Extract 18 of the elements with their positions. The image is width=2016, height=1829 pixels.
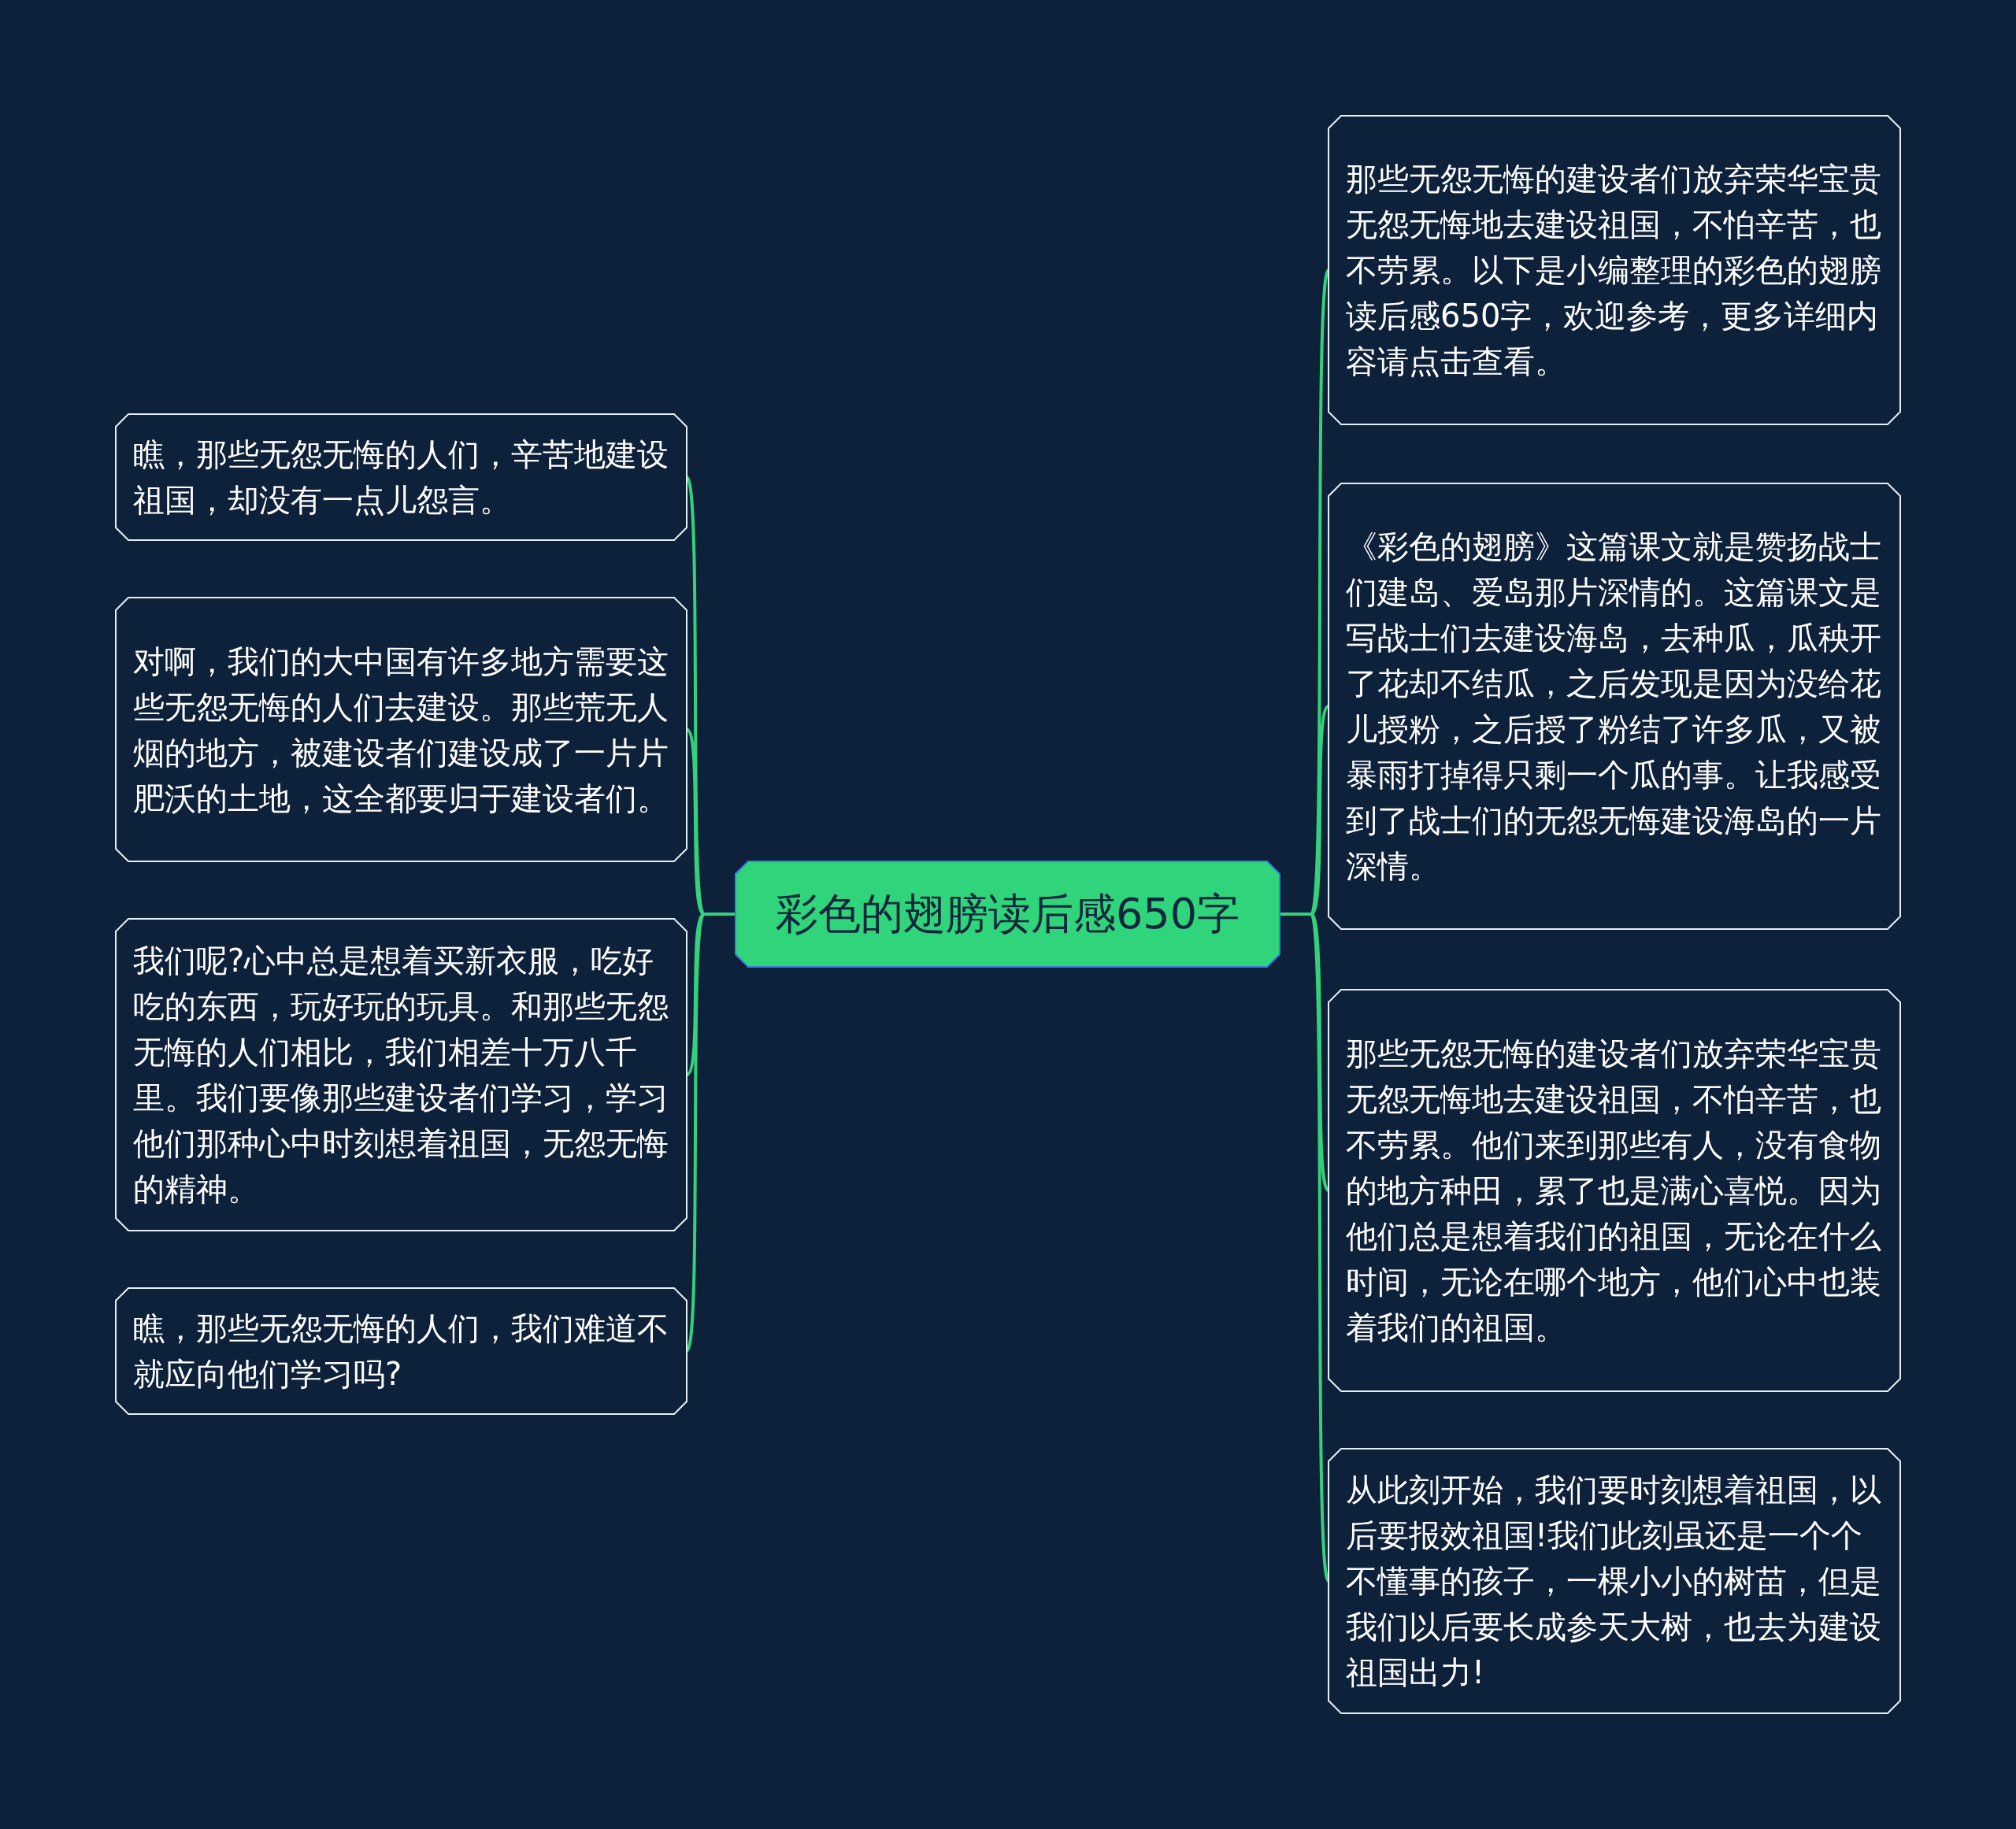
paragraph-text: 瞧，那些无怨无悔的人们，我们难道不就应向他们学习吗? [133,1309,669,1394]
text-card [116,1288,687,1414]
central-topic [736,861,1280,967]
text-card [1329,116,1900,424]
paragraph-text: 那些无怨无悔的建设者们放弃荣华宝贵无怨无悔地去建设祖国，不怕辛苦，也不劳累。以下是小编整理的彩色的翅膀读后感650字，欢迎参考，更多详细内容请点击查看。 [1346,160,1882,381]
text-card [116,598,687,861]
paragraph-text: 对啊，我们的大中国有许多地方需要这些无怨无悔的人们去建设。那些荒无人烟的地方，被建设者们建设成了一片片肥沃的土地，这全都要归于建设者们。 [133,642,669,818]
text-card [1329,1449,1900,1713]
text-card [116,414,687,540]
paragraph-text: 那些无怨无悔的建设者们放弃荣华宝贵无怨无悔地去建设祖国，不怕辛苦，也不劳累。他们来到那些有人，没有食物的地方种田，累了也是满心喜悦。因为他们总是想着我们的祖国，无论在什么时间，无论在哪个地方，他们心中也装着我们的祖国。 [1346,1035,1882,1347]
topic-title: 彩色的翅膀读后感650字 [775,888,1240,940]
text-card [1329,483,1900,929]
paragraph-text: 《彩色的翅膀》这篇课文就是赞扬战士们建岛、爱岛那片深情的。这篇课文是写战士们去建设海岛，去种瓜，瓜秧开了花却不结瓜，之后发现是因为没给花儿授粉，之后授了粉结了许多瓜，又被暴雨打掉得只剩一个瓜的事。让我感受到了战士们的无怨无悔建设海岛的一片深情。 [1346,528,1882,886]
text-card [116,919,687,1231]
paragraph-text: 瞧，那些无怨无悔的人们，辛苦地建设祖国，却没有一点儿怨言。 [133,435,669,520]
paragraph-text: 我们呢?心中总是想着买新衣服，吃好吃的东西，玩好玩的玩具。和那些无怨无悔的人们相比，我们相差十万八千里。我们要像那些建设者们学习，学习他们那种心中时刻想着祖国，无怨无悔的精神。 [133,942,669,1209]
text-card [1329,990,1900,1391]
paragraph-text: 从此刻开始，我们要时刻想着祖国，以后要报效祖国!我们此刻虽还是一个个不懂事的孩子，一棵小小的树苗，但是我们以后要长成参天大树，也去为建设祖国出力! [1346,1471,1882,1692]
